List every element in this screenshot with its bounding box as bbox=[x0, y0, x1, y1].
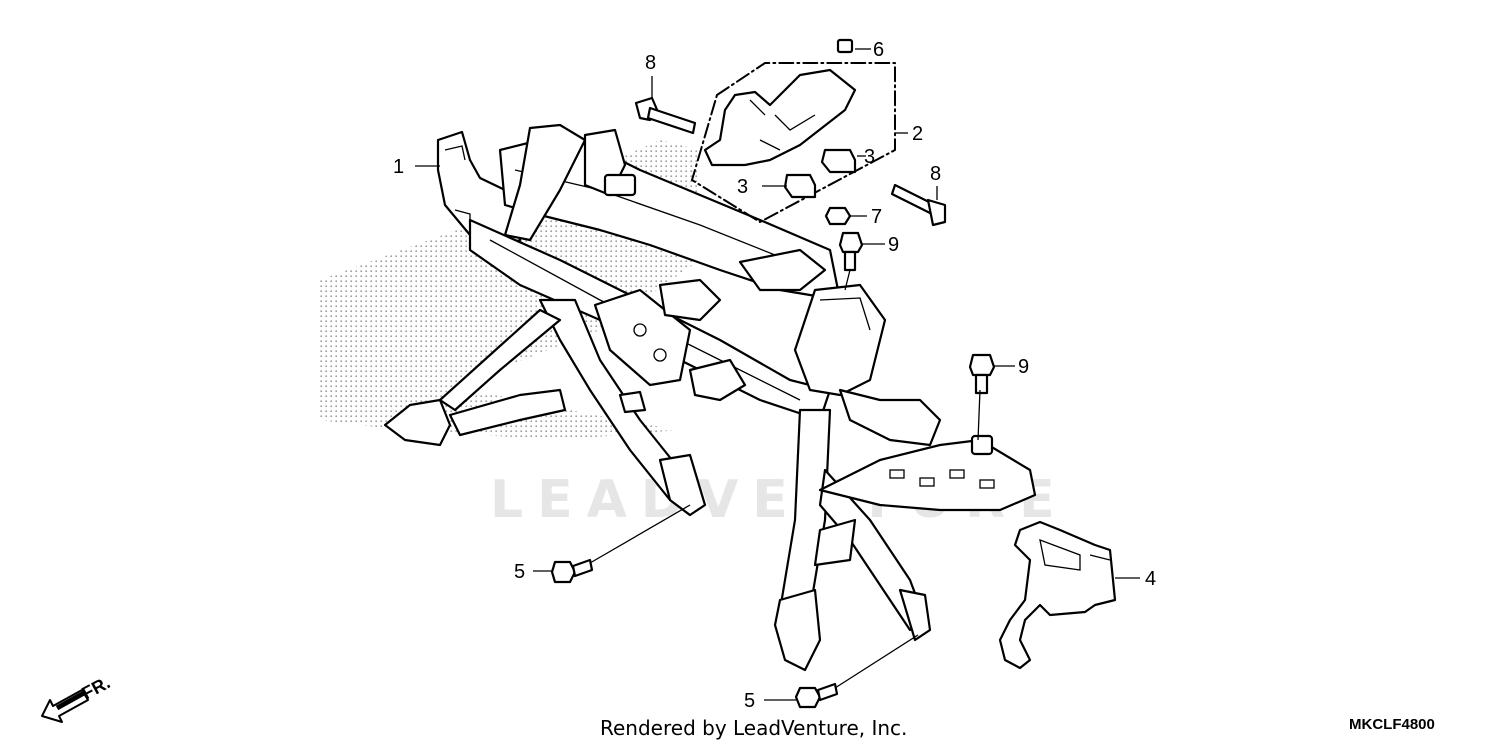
diagram-code: MKCLF4800 bbox=[1349, 716, 1435, 733]
footer-credit: Rendered by LeadVenture, Inc. bbox=[600, 716, 908, 740]
callout-3a: 3 bbox=[737, 176, 748, 198]
callout-9a: 9 bbox=[888, 234, 899, 256]
callout-labels: 1 2 3 3 4 5 5 6 7 8 8 9 9 bbox=[393, 39, 1156, 712]
bolt-9 bbox=[838, 231, 996, 395]
callout-1: 1 bbox=[393, 156, 404, 178]
callout-8a: 8 bbox=[645, 52, 656, 74]
callout-3b: 3 bbox=[864, 146, 875, 168]
bolt-8 bbox=[634, 96, 947, 227]
left-leg bbox=[383, 298, 707, 517]
callout-5a: 5 bbox=[514, 561, 525, 583]
side-bracket bbox=[998, 520, 1117, 670]
callout-4: 4 bbox=[1145, 568, 1156, 590]
callout-2: 2 bbox=[912, 123, 923, 145]
leader-lines bbox=[415, 48, 1140, 701]
bracket-assembly bbox=[691, 38, 896, 226]
callout-8b: 8 bbox=[930, 163, 941, 185]
main-frame bbox=[436, 123, 942, 447]
callout-6: 6 bbox=[873, 39, 884, 61]
right-bracket bbox=[818, 434, 1037, 512]
callout-7: 7 bbox=[871, 206, 882, 228]
callout-9b: 9 bbox=[1018, 356, 1029, 378]
right-leg bbox=[773, 408, 932, 672]
bolt-5 bbox=[550, 558, 839, 709]
callout-5b: 5 bbox=[744, 690, 755, 712]
front-arrow-icon: FR. bbox=[41, 672, 113, 723]
